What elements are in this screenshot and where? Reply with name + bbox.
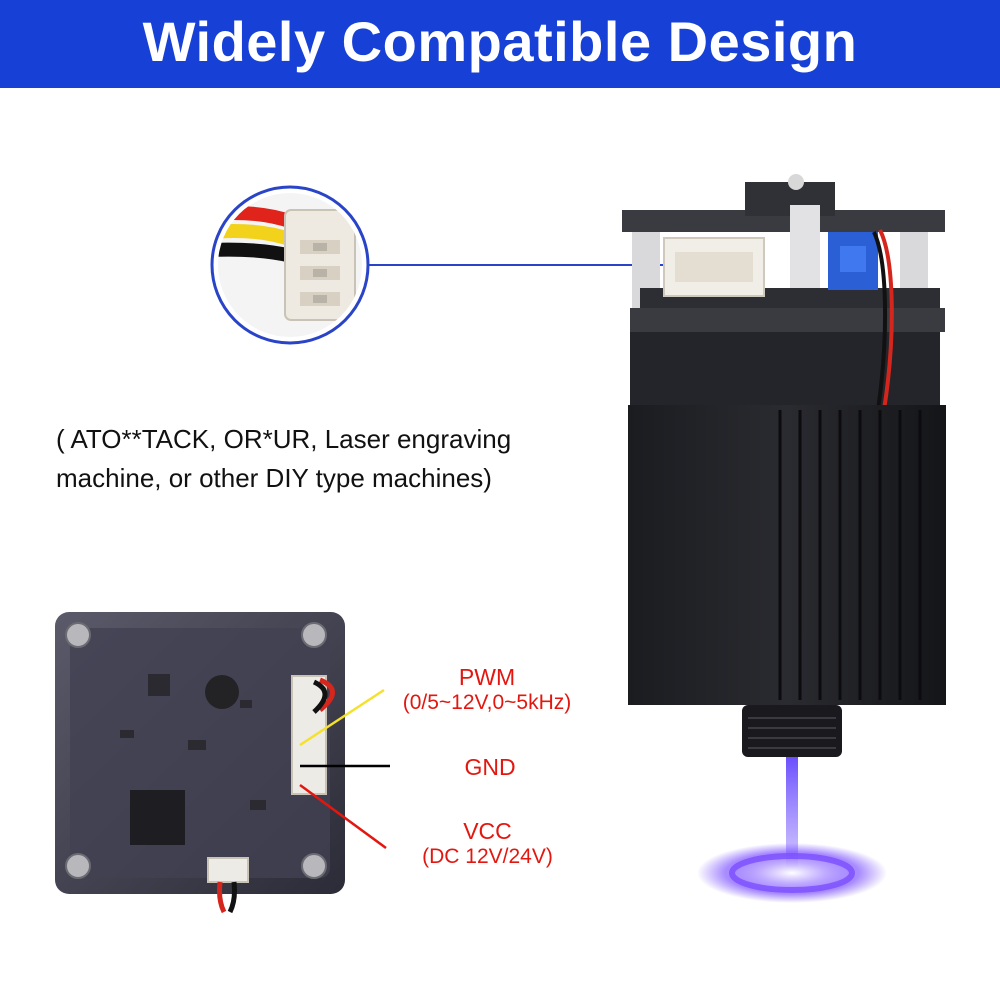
vcc-label: VCC (DC 12V/24V): [400, 818, 575, 870]
laser-spot: [697, 843, 887, 903]
vcc-pin-spec: (DC 12V/24V): [422, 845, 553, 868]
pwm-indicator-line: [299, 688, 385, 747]
xh-connector-icon: [210, 185, 370, 345]
compatibility-note: ( ATO**TACK, OR*UR, Laser engraving mach…: [56, 420, 596, 498]
gnd-pin-name: GND: [464, 754, 516, 780]
page-title: Widely Compatible Design: [142, 10, 858, 73]
pwm-pin-spec: (0/5~12V,0~5kHz): [402, 691, 572, 714]
compatibility-line-2: machine, or other DIY type machines): [56, 463, 492, 493]
driver-board-image: [55, 612, 345, 914]
pwm-label: PWM (0/5~12V,0~5kHz): [382, 664, 592, 716]
title-banner: Widely Compatible Design: [0, 0, 1000, 88]
gnd-label: GND: [430, 754, 550, 780]
vcc-indicator-line: [299, 783, 387, 850]
laser-module-image: [622, 174, 946, 903]
vcc-pin-name: VCC: [463, 818, 512, 844]
pwm-pin-name: PWM: [458, 664, 516, 690]
compatibility-line-1: ( ATO**TACK, OR*UR, Laser engraving: [56, 424, 512, 454]
laser-beam: [786, 757, 798, 867]
